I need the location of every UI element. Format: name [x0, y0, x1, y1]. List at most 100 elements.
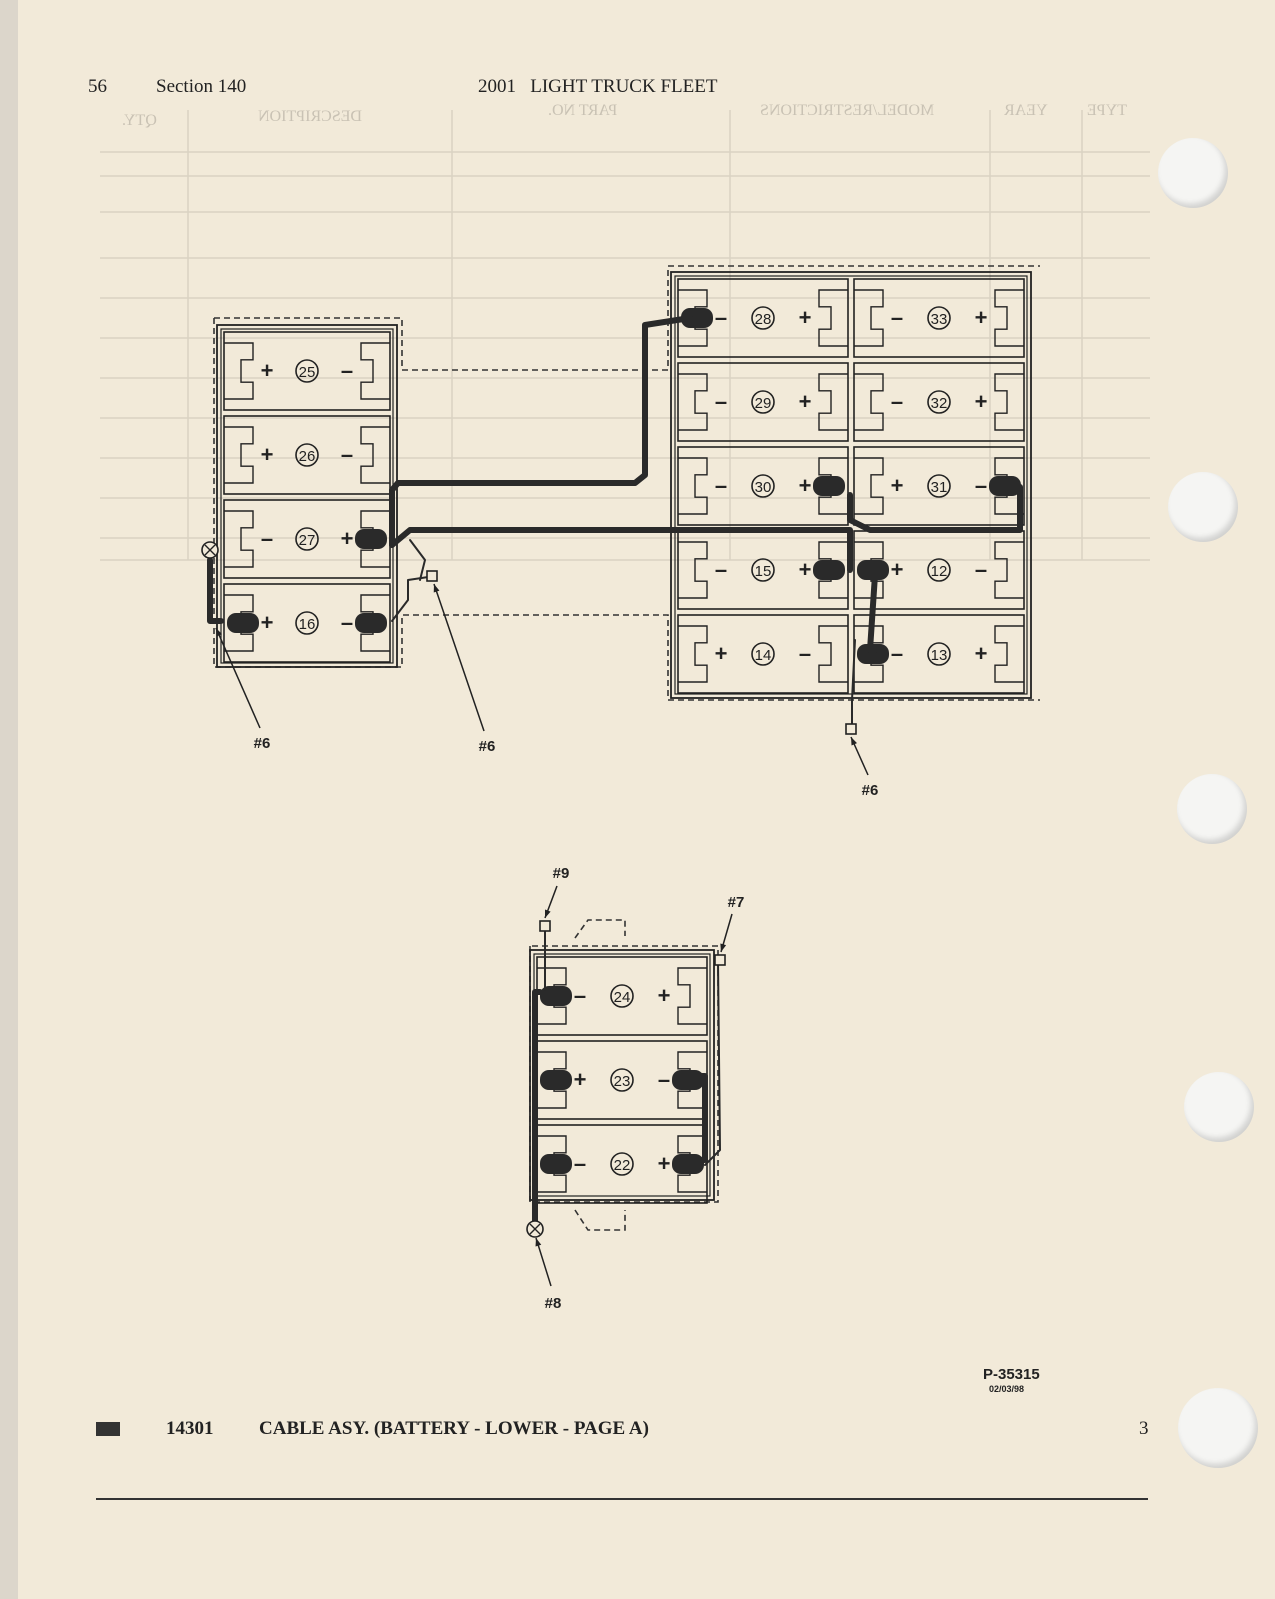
terminal-polarity-left: – [715, 389, 727, 414]
battery-number: 32 [931, 395, 948, 412]
terminal-notch [360, 342, 390, 400]
terminal-notch [994, 625, 1024, 683]
binder-hole [1158, 138, 1228, 208]
terminal-lug [540, 1070, 572, 1090]
battery-case [853, 362, 1025, 442]
battery-number: 24 [614, 989, 631, 1006]
battery-number-circle [751, 474, 775, 498]
terminal-notch [678, 625, 708, 683]
terminal-lug [227, 613, 259, 633]
battery-number: 30 [755, 479, 772, 496]
page-edge [0, 0, 18, 1599]
terminal-notch [678, 373, 708, 431]
battery-15: –+15 [677, 530, 849, 610]
battery-16: +–16 [223, 583, 391, 663]
cable-run [389, 315, 693, 548]
terminal-polarity-right: – [799, 641, 811, 666]
lower-pack-frame [529, 949, 715, 1201]
footer-rule [96, 1498, 1148, 1500]
right-pack-frame [670, 271, 1032, 699]
cable-run [867, 572, 878, 658]
battery-29: – +29 [677, 362, 849, 442]
cable-run [847, 484, 1023, 533]
tray-outline [213, 318, 1040, 701]
battery-33: –+33 [853, 278, 1025, 358]
terminal-polarity-right: – [341, 610, 353, 635]
terminal-polarity-right: – [975, 557, 987, 582]
terminal-lug [681, 308, 713, 328]
battery-number-circle [927, 390, 951, 414]
terminal-polarity-left: + [891, 557, 904, 582]
terminal-notch [818, 625, 848, 683]
terminal-polarity-left: + [261, 442, 274, 467]
footer-part-number: 14301 [166, 1418, 214, 1439]
battery-number-circle [751, 390, 775, 414]
terminal-lug [813, 560, 845, 580]
battery-number: 14 [755, 647, 772, 664]
leader-arrow [851, 737, 858, 746]
terminal-polarity-left: – [715, 305, 727, 330]
battery-case [677, 362, 849, 442]
battery-number-circle [927, 642, 951, 666]
terminal-polarity-left: – [574, 983, 586, 1008]
battery-28: –+28 [677, 278, 849, 358]
battery-32: –+32 [853, 362, 1025, 442]
terminal-polarity-left: + [574, 1067, 587, 1092]
binder-hole [1168, 472, 1238, 542]
bleed-through-grid [100, 110, 1150, 561]
ground-stud-cross [529, 1223, 541, 1235]
battery-number-circle [295, 443, 319, 467]
terminal-notch [224, 426, 254, 484]
battery-number: 23 [614, 1073, 631, 1090]
binder-hole [1184, 1072, 1254, 1142]
terminal-polarity-right: – [975, 473, 987, 498]
callout-label: #9 [553, 865, 570, 882]
battery-case [677, 446, 849, 526]
callout-label: #6 [254, 735, 271, 752]
terminal-lug [857, 560, 889, 580]
terminal-polarity-left: + [715, 641, 728, 666]
terminal-polarity-left: – [891, 641, 903, 666]
battery-number: 26 [299, 448, 316, 465]
footer-marker [96, 1422, 120, 1436]
terminal-notch [854, 457, 884, 515]
leader-line [535, 1237, 552, 1287]
battery-number-circle [610, 1068, 634, 1092]
battery-number: 13 [931, 647, 948, 664]
cable-runs [207, 315, 1023, 1233]
battery-number-circle [927, 558, 951, 582]
cable-clip [539, 920, 551, 932]
leader-arrow [216, 628, 222, 637]
terminal-lug [540, 986, 572, 1006]
cable-clip [426, 570, 438, 582]
callout-label: #8 [545, 1295, 562, 1312]
callout-label: #7 [728, 894, 745, 911]
battery-case [223, 583, 391, 663]
battery-case [853, 278, 1025, 358]
terminal-polarity-right: + [658, 983, 671, 1008]
cable-run [532, 989, 543, 1233]
terminal-notch [818, 373, 848, 431]
terminal-polarity-right: + [658, 1151, 671, 1176]
battery-30: –+30 [677, 446, 849, 526]
battery-case [223, 415, 391, 495]
terminal-polarity-right: + [799, 389, 812, 414]
battery-12: +–12 [853, 530, 1025, 610]
battery-number: 29 [755, 395, 772, 412]
terminal-notch [224, 510, 254, 568]
battery-26: +–26 [223, 415, 391, 495]
cable-fixtures [201, 541, 857, 1238]
terminal-polarity-right: + [975, 641, 988, 666]
terminal-polarity-left: – [715, 473, 727, 498]
cable-clip [714, 954, 726, 966]
cable-run [704, 961, 721, 1166]
right-pack-frame-inner [674, 275, 1028, 695]
terminal-polarity-left: – [715, 557, 727, 582]
terminal-notch [854, 289, 884, 347]
battery-groups: +–25+–26–+27+–16–+28–+29–+30–+15+–14–+33… [216, 271, 1032, 1204]
figure-reference: P-35315 [983, 1366, 1040, 1383]
battery-24: – +24 [536, 956, 708, 1036]
callout-labels: #6#6#6#9#7#8 [215, 583, 878, 1312]
terminal-lug [355, 613, 387, 633]
battery-number-circle [751, 558, 775, 582]
